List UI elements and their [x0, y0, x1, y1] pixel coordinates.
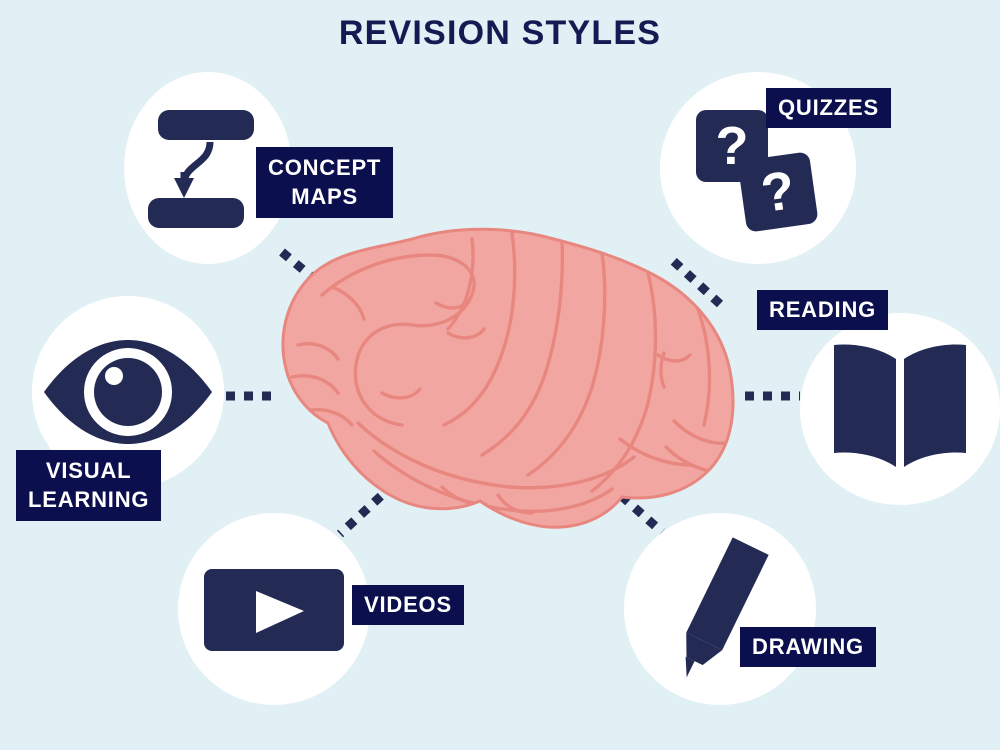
- brain-illustration: [262, 225, 748, 545]
- pencil-icon: [685, 537, 769, 678]
- node-drawing[interactable]: [624, 513, 816, 705]
- label-quizzes: QUIZZES: [766, 88, 891, 128]
- page-title: REVISION STYLES: [338, 14, 662, 52]
- concept-map-icon: [148, 110, 254, 228]
- video-play-icon: [204, 569, 344, 651]
- label-reading: READING: [757, 290, 889, 330]
- open-book-icon: [834, 344, 966, 467]
- node-reading[interactable]: [800, 313, 1000, 505]
- label-concept-maps: CONCEPT MAPS: [256, 147, 394, 218]
- question-cards-icon: ? ?: [696, 110, 818, 232]
- label-drawing: DRAWING: [740, 627, 876, 667]
- label-videos: VIDEOS: [352, 585, 464, 625]
- eye-icon: [44, 340, 212, 444]
- node-quizzes[interactable]: ? ?: [660, 72, 856, 264]
- node-videos[interactable]: [178, 513, 370, 705]
- label-visual-learning: VISUAL LEARNING: [16, 450, 162, 521]
